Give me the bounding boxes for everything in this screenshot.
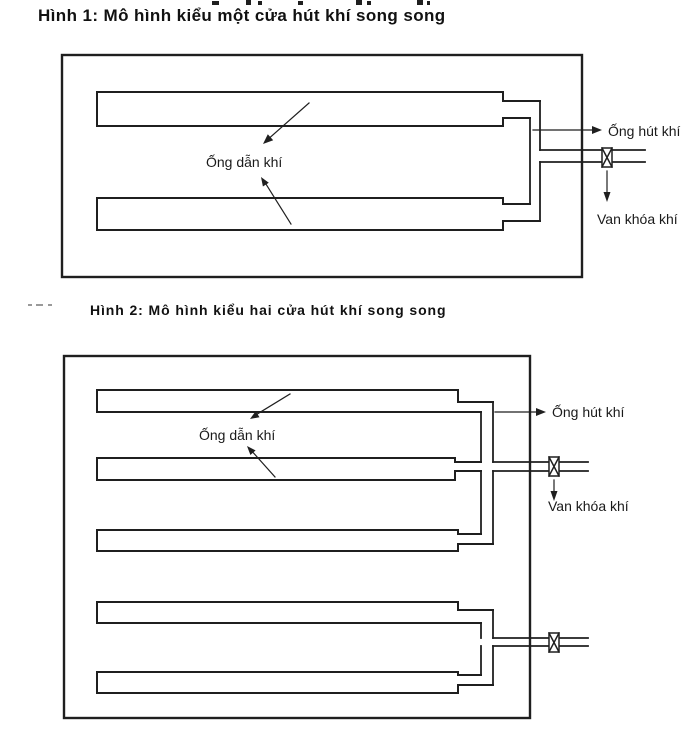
fig1-outlet-pipe [539,149,646,163]
fig2-duct-arrows [247,393,291,478]
figure1-drawing: Ống dẫn khí Ống hút khí Van khóa khí [60,53,680,279]
fig2-lower-valve-icon [547,631,561,654]
fig1-valve-icon [600,146,614,169]
fig2-duct-label: Ống dẫn khí [199,426,275,443]
fig1-suction-arrow [532,126,602,134]
fig1-valve-arrow [603,170,611,202]
fig1-valve-label: Van khóa khí [597,211,678,227]
fig2-lower-manifold [480,609,494,686]
fig1-pipe-top [96,91,541,127]
fig2-pipe-4 [96,601,494,624]
fig1-suction-label: Ống hút khí [608,122,680,139]
fig1-duct-arrows [261,102,310,225]
fig1-manifold [529,100,541,222]
figure2-drawing: Ống dẫn khí Ống hút khí Van khóa khí [62,354,629,720]
fig2-upper-outlet-pipe [492,461,589,472]
fig2-pipe-3 [96,529,494,552]
fig2-valve-label: Van khóa khí [548,498,629,514]
fig2-pipe-2 [96,457,482,481]
fig2-valve-arrow [550,479,558,501]
fig2-pipe-5 [96,671,494,694]
fig1-chamber-box [60,53,584,279]
figure2-caption: Hình 2: Mô hình kiểu hai cửa hút khí son… [90,302,447,318]
faint-dashes [28,304,52,306]
fig2-lower-outlet-pipe [492,637,589,647]
fig2-upper-valve-icon [547,455,561,478]
fig1-pipe-bottom [96,197,541,231]
fig1-duct-label: Ống dẫn khí [206,153,282,170]
figure1-caption: Hình 1: Mô hình kiểu một cửa hút khí son… [38,6,446,25]
fig2-chamber-box [62,354,532,720]
cropped-text-fragment [212,0,430,5]
fig2-suction-arrow [494,408,546,416]
fig2-suction-label: Ống hút khí [552,403,624,420]
fig2-pipe-1 [96,389,494,413]
fig2-upper-manifold [480,401,494,545]
